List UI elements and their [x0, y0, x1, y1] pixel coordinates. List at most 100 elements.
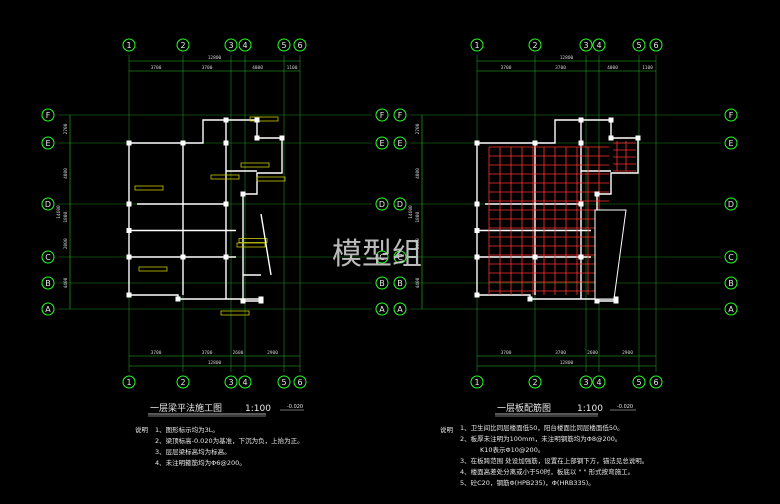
dim-top-total: 12800 — [208, 55, 222, 61]
structural-column-4 — [608, 117, 614, 123]
axis-label-bottom-5: 5 — [636, 378, 641, 387]
axis-bubble-bottom-2 — [176, 375, 190, 389]
structural-column-15 — [527, 296, 533, 302]
dim-bottom-seg-3: 2900 — [267, 350, 278, 356]
dim-left-seg-3: 2000 — [415, 238, 421, 249]
axis-label-top-3: 3 — [583, 41, 588, 50]
structural-column-14 — [474, 292, 480, 298]
structural-column-14 — [126, 292, 132, 298]
axis-bubble-right-B — [375, 276, 389, 290]
axis-bubble-left-D — [393, 197, 407, 211]
structural-column-12 — [532, 254, 538, 260]
structural-column-13 — [578, 254, 584, 260]
axis-bubble-left-D — [41, 197, 55, 211]
axis-label-right-C: C — [728, 253, 734, 262]
structural-column-2 — [578, 140, 584, 146]
dim-bottom-seg-0: 3700 — [501, 350, 512, 356]
axis-bubble-bottom-4 — [592, 375, 606, 389]
structural-column-1 — [532, 140, 538, 146]
dim-top-seg-2: 4000 — [607, 65, 618, 71]
axis-label-top-6: 6 — [653, 41, 658, 50]
axis-label-left-C: C — [45, 253, 51, 262]
dim-top-seg-1: 3700 — [555, 65, 566, 71]
axis-label-top-2: 2 — [532, 41, 537, 50]
stair-beam — [260, 213, 272, 276]
dim-left-total: 14600 — [408, 205, 414, 219]
axis-bubble-bottom-6 — [649, 375, 663, 389]
axis-bubble-top-6 — [649, 38, 663, 52]
structural-column-9 — [594, 191, 600, 197]
dim-left-seg-2: 1800 — [415, 212, 421, 223]
axis-bubble-right-F — [724, 108, 738, 122]
right-notes-label: 说明 — [440, 425, 454, 434]
dim-top-seg-3: 1100 — [287, 65, 298, 71]
axis-bubble-bottom-2 — [528, 375, 542, 389]
dim-bottom-seg-2: 2600 — [233, 350, 244, 356]
axis-bubble-right-D — [375, 197, 389, 211]
dim-top-seg-0: 3700 — [151, 65, 162, 71]
dim-bottom-total: 12800 — [208, 360, 222, 366]
axis-label-right-D: D — [728, 200, 734, 209]
axis-bubble-top-1 — [470, 38, 484, 52]
dim-left-seg-3: 2000 — [63, 238, 69, 249]
structural-column-11 — [474, 254, 480, 260]
right-note-1: 1、卫生间比同层楼面低50，阳台楼面比同层楼面低50。 — [460, 423, 624, 432]
beam-label-box-5 — [236, 242, 266, 248]
beam-label-box-1 — [210, 174, 240, 180]
structural-column-3 — [223, 117, 229, 123]
dim-left-seg-4: 4400 — [63, 277, 69, 288]
dim-bottom-seg-3: 2900 — [622, 350, 633, 356]
left-plan-title: 一层梁平法施工图 — [150, 402, 222, 414]
structural-column-10 — [126, 228, 132, 233]
axis-bubble-right-C — [724, 250, 738, 264]
axis-label-left-D: D — [397, 200, 403, 209]
axis-label-left-A: A — [397, 305, 403, 314]
structural-column-17 — [594, 298, 600, 304]
axis-label-bottom-6: 6 — [297, 378, 302, 387]
left-note-3: 3、层层梁标高均为标高。 — [155, 447, 231, 456]
structural-column-12 — [180, 254, 186, 260]
axis-bubble-bottom-5 — [632, 375, 646, 389]
axis-bubble-bottom-1 — [470, 375, 484, 389]
axis-bubble-left-E — [41, 136, 55, 150]
structural-column-5 — [254, 135, 260, 141]
structural-column-7 — [474, 201, 480, 207]
structural-column-15 — [175, 296, 181, 302]
axis-bubble-top-6 — [293, 38, 307, 52]
stair-opening — [594, 209, 627, 300]
axis-bubble-left-F — [41, 108, 55, 122]
axis-label-bottom-3: 3 — [583, 378, 588, 387]
axis-bubble-top-3 — [224, 38, 238, 52]
axis-bubble-top-2 — [528, 38, 542, 52]
left-notes-label: 说明 — [135, 425, 149, 434]
axis-label-right-E: E — [379, 139, 384, 148]
structural-column-9 — [240, 191, 246, 197]
axis-bubble-left-A — [41, 302, 55, 316]
axis-bubble-bottom-6 — [293, 375, 307, 389]
dim-top-seg-3: 1100 — [642, 65, 653, 71]
dim-bottom-seg-2: 2600 — [587, 350, 598, 356]
axis-bubble-top-4 — [238, 38, 252, 52]
structural-column-3 — [578, 117, 584, 123]
axis-bubble-top-5 — [632, 38, 646, 52]
axis-bubble-right-B — [724, 276, 738, 290]
axis-bubble-bottom-5 — [277, 375, 291, 389]
dim-bottom-total: 12800 — [560, 360, 574, 366]
axis-bubble-top-3 — [579, 38, 593, 52]
axis-label-bottom-2: 2 — [532, 378, 537, 387]
right-note-5: 4、楼面高差处分离或小于50时，板底以 " " 形式按弯施工。 — [460, 467, 634, 476]
axis-label-right-A: A — [728, 305, 734, 314]
axis-bubble-top-1 — [122, 38, 136, 52]
axis-label-top-5: 5 — [281, 41, 286, 50]
axis-label-top-4: 4 — [596, 41, 601, 50]
axis-label-bottom-1: 1 — [126, 378, 131, 387]
axis-bubble-left-B — [393, 276, 407, 290]
axis-label-bottom-6: 6 — [653, 378, 658, 387]
dim-top-seg-2: 4000 — [252, 65, 263, 71]
beam-label-box-0 — [134, 185, 164, 191]
left-note-1: 1、图形标示均为3L。 — [155, 425, 219, 434]
dim-left-seg-0: 2700 — [63, 123, 69, 134]
axis-bubble-right-A — [724, 302, 738, 316]
